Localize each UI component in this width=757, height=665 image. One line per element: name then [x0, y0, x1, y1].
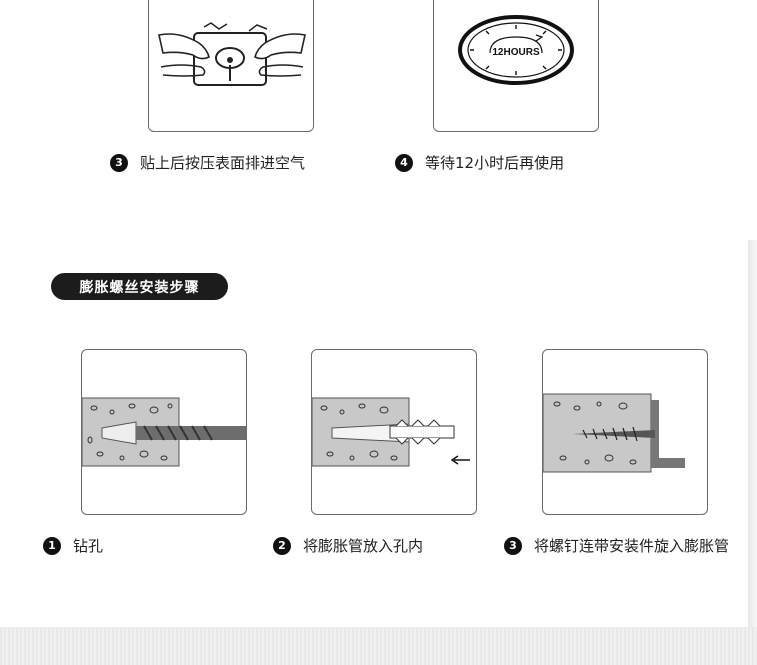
footer-band [0, 627, 757, 665]
step-caption-wait: 4 等待12小时后再使用 [395, 152, 564, 173]
card-screw-in [542, 349, 708, 515]
step-number-badge: 3 [110, 153, 128, 172]
section-title: 膨胀螺丝安装步骤 [51, 273, 228, 300]
step-number-badge: 4 [395, 153, 413, 172]
arrow-left-icon [450, 455, 459, 465]
step-number-badge: 1 [43, 536, 61, 555]
step-label: 将膨胀管放入孔内 [303, 537, 424, 555]
step-label: 等待12小时后再使用 [425, 154, 565, 172]
step-number-badge: 3 [504, 536, 522, 555]
step-label: 将螺钉连带安装件旋入膨胀管 [534, 537, 730, 555]
step-caption-screw: 3 将螺钉连带安装件旋入膨胀管 [504, 535, 748, 556]
screw-illustration [543, 393, 685, 473]
drill-illustration [82, 397, 246, 467]
step-number-badge: 2 [273, 536, 291, 555]
step-label: 贴上后按压表面排进空气 [140, 154, 306, 172]
step-caption-press: 3 贴上后按压表面排进空气 [110, 152, 305, 173]
card-insert-anchor [311, 349, 477, 515]
step-caption-insert: 2 将膨胀管放入孔内 [273, 535, 423, 556]
card-press-air-out [148, 0, 314, 132]
clock-label: 12HOURS [492, 47, 540, 58]
press-hook-illustration [158, 22, 306, 86]
clock-illustration: 12HOURS [458, 15, 574, 85]
anchor-illustration [312, 397, 470, 467]
card-wait-12-hours: 12HOURS [433, 0, 599, 132]
page-edge [748, 240, 757, 665]
step-label: 钻孔 [73, 537, 104, 555]
step-caption-drill: 1 钻孔 [43, 535, 103, 556]
card-drill-hole [81, 349, 247, 515]
